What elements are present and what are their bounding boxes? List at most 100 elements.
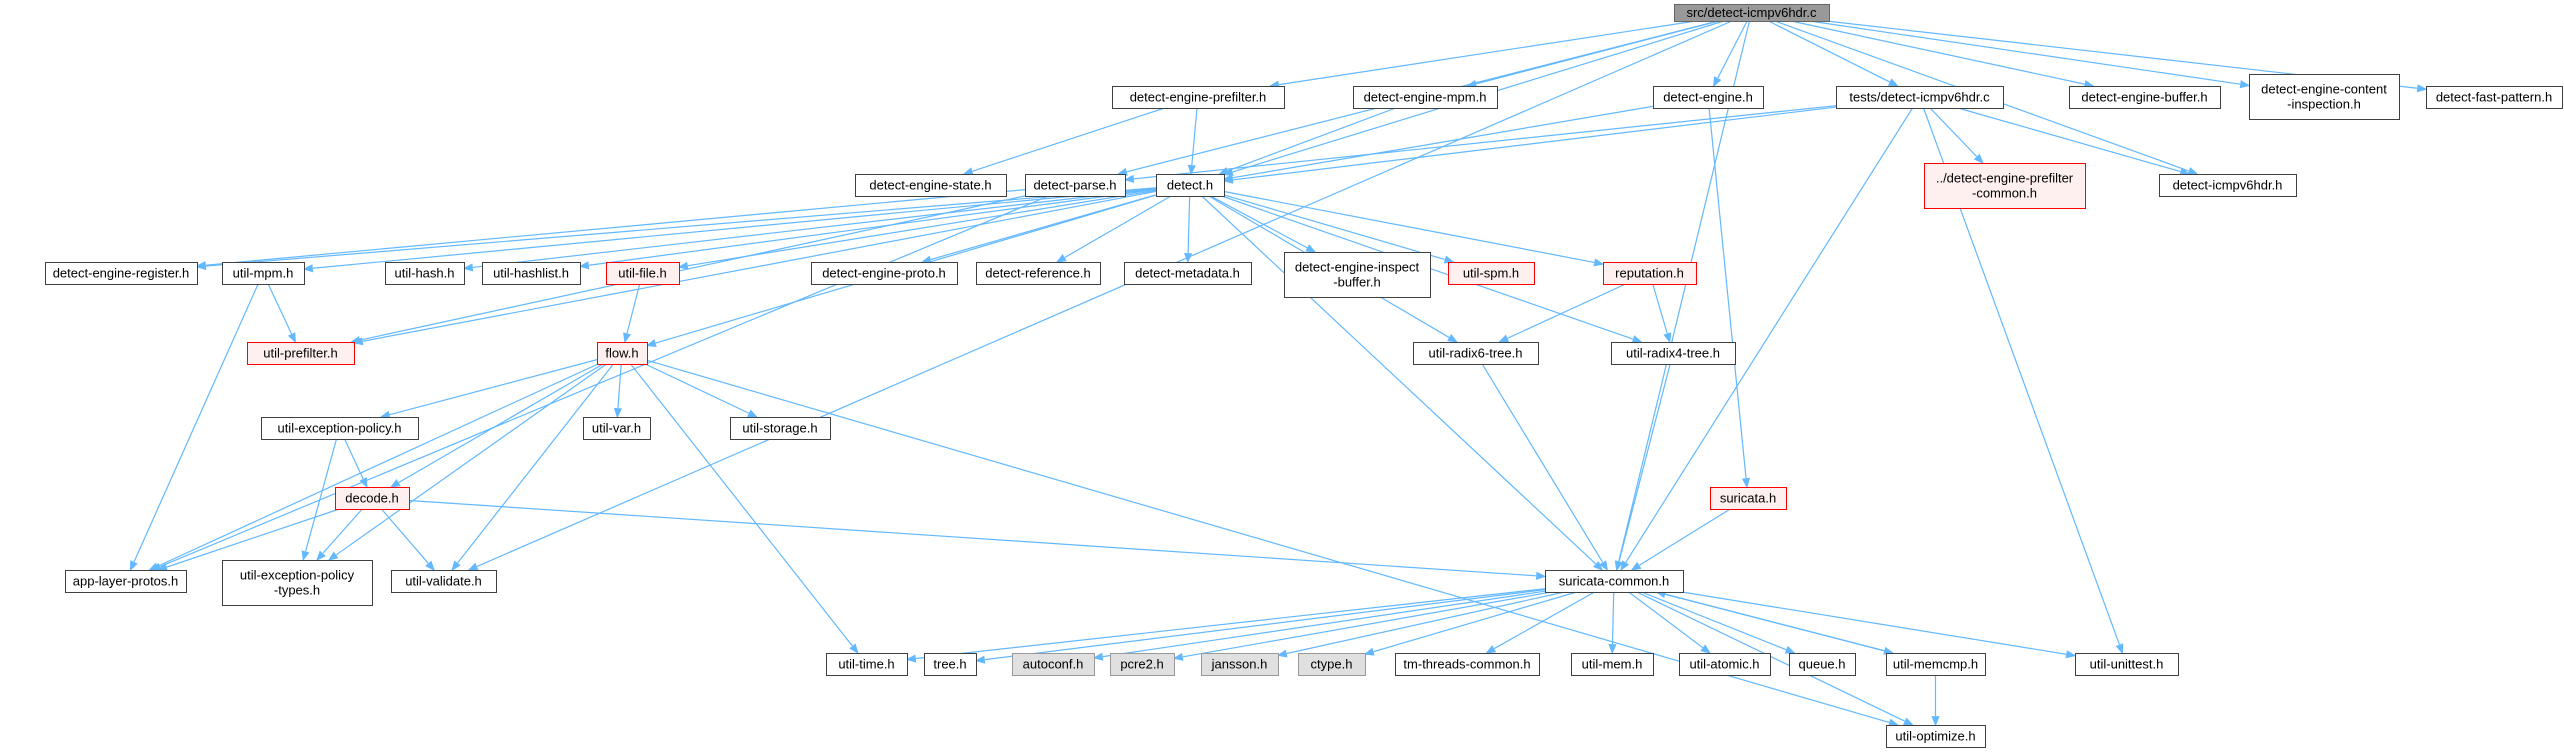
edge-line <box>205 187 1157 267</box>
node-util-exception-policy-h[interactable]: util-exception-policy.h <box>261 417 419 440</box>
node-detect-h[interactable]: detect.h <box>1156 174 1225 197</box>
node-label: queue.h <box>1799 657 1846 672</box>
node-ctype-h[interactable]: ctype.h <box>1298 653 1366 676</box>
arrowhead <box>1172 652 1184 661</box>
dependency-edge <box>962 107 1165 176</box>
edge-line <box>312 187 1157 269</box>
edge-line <box>1717 20 1748 79</box>
arrowhead <box>195 261 207 271</box>
node-label: jansson.h <box>1211 657 1268 672</box>
node-reputation-h[interactable]: reputation.h <box>1603 262 1697 285</box>
dependency-edge <box>1498 283 1626 343</box>
edge-line <box>381 508 429 564</box>
node-util-prefilter-h[interactable]: util-prefilter.h <box>247 342 355 365</box>
dependency-edge <box>1608 591 1617 655</box>
node-tests-detect-icmpv6hdr-c[interactable]: tests/detect-icmpv6hdr.c <box>1836 86 2004 109</box>
node-queue-h[interactable]: queue.h <box>1789 653 1856 676</box>
node-util-exception-policy-types-h[interactable]: util-exception-policy-types.h <box>222 560 373 606</box>
node-box <box>1012 653 1095 676</box>
node-detect-engine-buffer-h[interactable]: detect-engine-buffer.h <box>2069 86 2221 109</box>
node-util-file-h[interactable]: util-file.h <box>606 262 680 285</box>
node-suricata-common-h[interactable]: suricata-common.h <box>1545 570 1684 593</box>
arrowhead <box>1784 645 1796 654</box>
node-decode-h[interactable]: decode.h <box>335 487 410 510</box>
node-autoconf-h[interactable]: autoconf.h <box>1012 653 1095 676</box>
node-label: -common.h <box>1972 186 2037 201</box>
node-detect-engine-content-inspection-h[interactable]: detect-engine-content-inspection.h <box>2249 74 2400 120</box>
node-util-var-h[interactable]: util-var.h <box>583 417 651 440</box>
node-box <box>2075 653 2179 676</box>
node-box <box>924 653 977 676</box>
edge-line <box>344 438 364 480</box>
node-label: tree.h <box>933 657 966 672</box>
dependency-edge <box>644 363 759 418</box>
node-util-memcmp-h[interactable]: util-memcmp.h <box>1886 653 1986 676</box>
dependency-edge <box>301 438 338 562</box>
arrowhead <box>1276 649 1288 658</box>
node-detect-reference-h[interactable]: detect-reference.h <box>976 262 1101 285</box>
node-box <box>222 560 373 606</box>
dependency-edge <box>379 359 598 419</box>
node-detect-engine-h[interactable]: detect-engine.h <box>1653 86 1764 109</box>
node-label: flow.h <box>605 346 638 361</box>
dependency-edge <box>352 190 1157 346</box>
node-util-atomic-h[interactable]: util-atomic.h <box>1679 653 1771 676</box>
edge-line <box>1133 105 1837 180</box>
node-util-radix6-tree-h[interactable]: util-radix6-tree.h <box>1413 342 1539 365</box>
arrowhead <box>1592 560 1604 571</box>
node-util-optimize-h[interactable]: util-optimize.h <box>1886 725 1986 748</box>
node-util-spm-h[interactable]: util-spm.h <box>1448 262 1535 285</box>
arrowhead <box>148 562 160 571</box>
node-flow-h[interactable]: flow.h <box>597 342 648 365</box>
node-util-time-h[interactable]: util-time.h <box>826 653 908 676</box>
node-box <box>391 570 497 593</box>
node-suricata-h[interactable]: suricata.h <box>1710 487 1787 510</box>
node-util-hash-h[interactable]: util-hash.h <box>385 262 465 285</box>
node-util-validate-h[interactable]: util-validate.h <box>391 570 497 593</box>
node-box <box>1413 342 1539 365</box>
node-detect-engine-prefilter-h[interactable]: detect-engine-prefilter.h <box>1112 86 1285 109</box>
node-detect-engine-proto-h[interactable]: detect-engine-proto.h <box>811 262 958 285</box>
node-detect-engine-state-h[interactable]: detect-engine-state.h <box>855 174 1007 197</box>
node-util-unittest-h[interactable]: util-unittest.h <box>2075 653 2179 676</box>
node-detect-icmpv6hdr-h[interactable]: detect-icmpv6hdr.h <box>2159 174 2297 197</box>
node-app-layer-protos-h[interactable]: app-layer-protos.h <box>65 570 187 593</box>
node-pcre2-h[interactable]: pcre2.h <box>1110 653 1175 676</box>
node-box <box>1298 653 1366 676</box>
node-detect-engine-mpm-h[interactable]: detect-engine-mpm.h <box>1353 86 1498 109</box>
node-detect-metadata-h[interactable]: detect-metadata.h <box>1124 262 1252 285</box>
node-box <box>1836 86 2004 109</box>
edge-line <box>1768 20 1890 83</box>
arrowhead <box>1092 652 1104 661</box>
node-jansson-h[interactable]: jansson.h <box>1201 653 1279 676</box>
node-detect-engine-inspect-buffer-h[interactable]: detect-engine-inspect-buffer.h <box>1284 252 1431 298</box>
node-box <box>2426 86 2563 109</box>
node-util-radix4-tree-h[interactable]: util-radix4-tree.h <box>1611 342 1736 365</box>
node-util-mem-h[interactable]: util-mem.h <box>1571 653 1654 676</box>
node-detect-parse-h[interactable]: detect-parse.h <box>1025 174 1126 197</box>
node-detect-engine-prefilter-common-h[interactable]: ../detect-engine-prefilter-common.h <box>1924 163 2086 209</box>
edge-line <box>1210 195 1308 249</box>
node-label: -buffer.h <box>1333 275 1380 290</box>
node-label: app-layer-protos.h <box>73 574 179 589</box>
node-detect-engine-register-h[interactable]: detect-engine-register.h <box>45 262 198 285</box>
node-util-storage-h[interactable]: util-storage.h <box>730 417 831 440</box>
edge-line <box>408 499 1537 577</box>
edge-line <box>1652 283 1668 334</box>
node-root[interactable]: src/detect-icmpv6hdr.c <box>1674 4 1830 22</box>
node-util-hashlist-h[interactable]: util-hashlist.h <box>482 262 581 285</box>
node-tree-h[interactable]: tree.h <box>924 653 977 676</box>
edge-line <box>1232 106 1837 181</box>
node-tm-threads-common-h[interactable]: tm-threads-common.h <box>1395 653 1540 676</box>
edge-line <box>304 438 338 552</box>
node-label: autoconf.h <box>1023 657 1084 672</box>
node-util-mpm-h[interactable]: util-mpm.h <box>222 262 305 285</box>
dependency-edge <box>677 189 1157 270</box>
node-detect-fast-pattern-h[interactable]: detect-fast-pattern.h <box>2426 86 2563 109</box>
arrowhead <box>623 332 631 344</box>
arrowhead <box>301 550 310 562</box>
arrowhead <box>1363 647 1375 656</box>
node-label: detect-engine.h <box>1663 90 1753 105</box>
edge-line <box>1201 195 1597 565</box>
